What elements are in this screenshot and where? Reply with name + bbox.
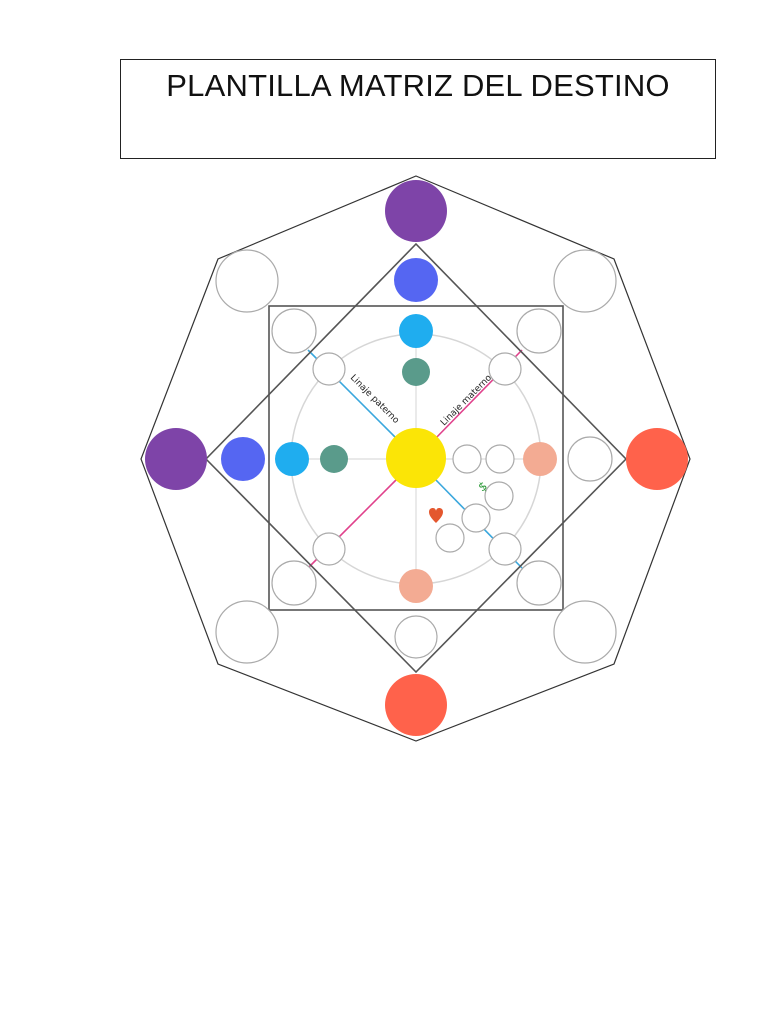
corner-circle-bottom-left-outer — [215, 600, 279, 664]
diagonal-circle-bottom-right — [488, 532, 522, 566]
corner-circle-bottom-right-inner — [516, 560, 562, 606]
heart-icon — [429, 508, 443, 523]
diagonal-circle-top-right — [488, 352, 522, 386]
left-outer-purple-circle — [145, 428, 207, 490]
corner-circle-top-left-inner — [271, 308, 317, 354]
diagonal-circle-top-left — [312, 352, 346, 386]
page-title: PLANTILLA MATRIZ DEL DESTINO — [166, 68, 670, 103]
center-right-circle-1 — [452, 444, 482, 474]
diamond — [204, 242, 628, 674]
top-outer-purple-circle — [385, 180, 447, 242]
bottom-axis-circle — [394, 615, 438, 659]
left-sky-circle — [275, 442, 309, 476]
corner-circle-top-left-outer — [215, 249, 279, 313]
corner-circle-bottom-left-inner — [271, 560, 317, 606]
top-sky-circle — [399, 314, 433, 348]
inner-square — [268, 305, 564, 611]
corner-circle-top-right-inner — [516, 308, 562, 354]
top-blue-circle — [394, 258, 438, 302]
left-blue-circle — [221, 437, 265, 481]
corner-circle-bottom-right-outer — [553, 600, 617, 664]
center-yellow-circle — [386, 428, 446, 488]
money-line-circle — [484, 481, 514, 511]
diagonal-circle-bottom-left — [312, 532, 346, 566]
right-axis-circle — [567, 436, 613, 482]
maternal-line-label: Linaje materno — [439, 373, 494, 428]
right-outer-red-circle — [626, 428, 688, 490]
bottom-peach-circle — [399, 569, 433, 603]
right-peach-circle — [523, 442, 557, 476]
top-teal-circle — [402, 358, 430, 386]
title-box: PLANTILLA MATRIZ DEL DESTINO — [120, 59, 716, 159]
center-right-circle-2 — [485, 444, 515, 474]
outer-octagon — [140, 175, 691, 742]
left-teal-circle — [320, 445, 348, 473]
bottom-outer-red-circle — [385, 674, 447, 736]
love-line-circle-2 — [435, 523, 465, 553]
love-line-circle-1 — [461, 503, 491, 533]
corner-circle-top-right-outer — [553, 249, 617, 313]
paternal-line-label: Linaje paterno — [348, 373, 401, 426]
